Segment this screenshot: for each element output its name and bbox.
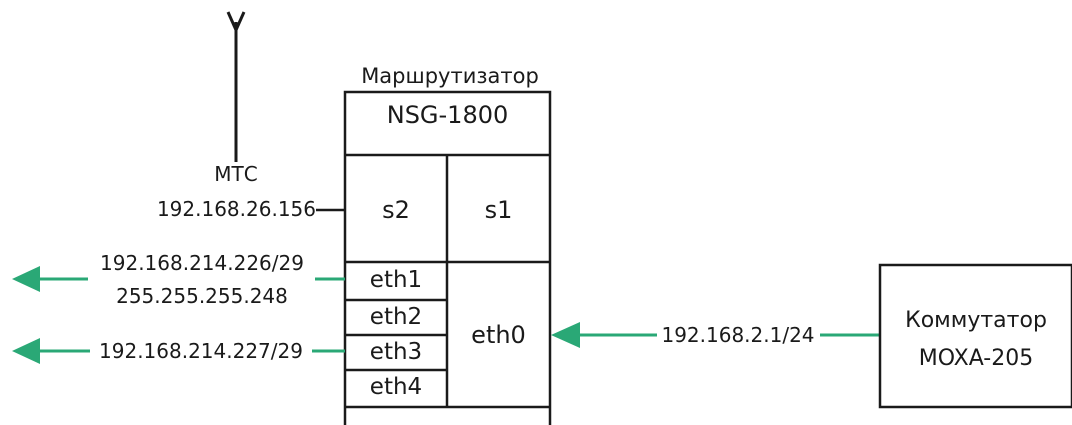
antenna-icon: [226, 11, 246, 162]
switch-title: Коммутатор: [905, 308, 1047, 333]
port-eth3: eth3: [369, 339, 423, 365]
eth0-ip: 192.168.2.1/24: [661, 323, 815, 347]
port-eth0: eth0: [471, 321, 526, 349]
mts-ip: 192.168.26.156: [156, 197, 316, 221]
eth-ports-stack: [345, 298, 447, 372]
eth3-arrow: [12, 338, 345, 364]
port-s2: s2: [382, 196, 410, 224]
switch-model: MOXA-205: [918, 346, 1034, 371]
eth0-arrow: [551, 322, 880, 348]
port-eth4: eth4: [369, 374, 423, 400]
eth1-arrow: [12, 266, 345, 292]
eth1-ip: 192.168.214.226/29: [100, 251, 304, 275]
switch-box: [878, 263, 1072, 409]
eth1-mask: 255.255.255.248: [116, 284, 288, 308]
port-s1: s1: [484, 196, 513, 224]
port-eth2: eth2: [369, 304, 423, 330]
port-eth1: eth1: [369, 267, 423, 293]
eth3-ip: 192.168.214.227/29: [99, 339, 303, 363]
router-caption: Маршрутизатор: [361, 64, 539, 88]
mts-name: МТС: [214, 162, 258, 186]
router-box: [343, 90, 552, 425]
router-model: NSG-1800: [386, 101, 509, 129]
